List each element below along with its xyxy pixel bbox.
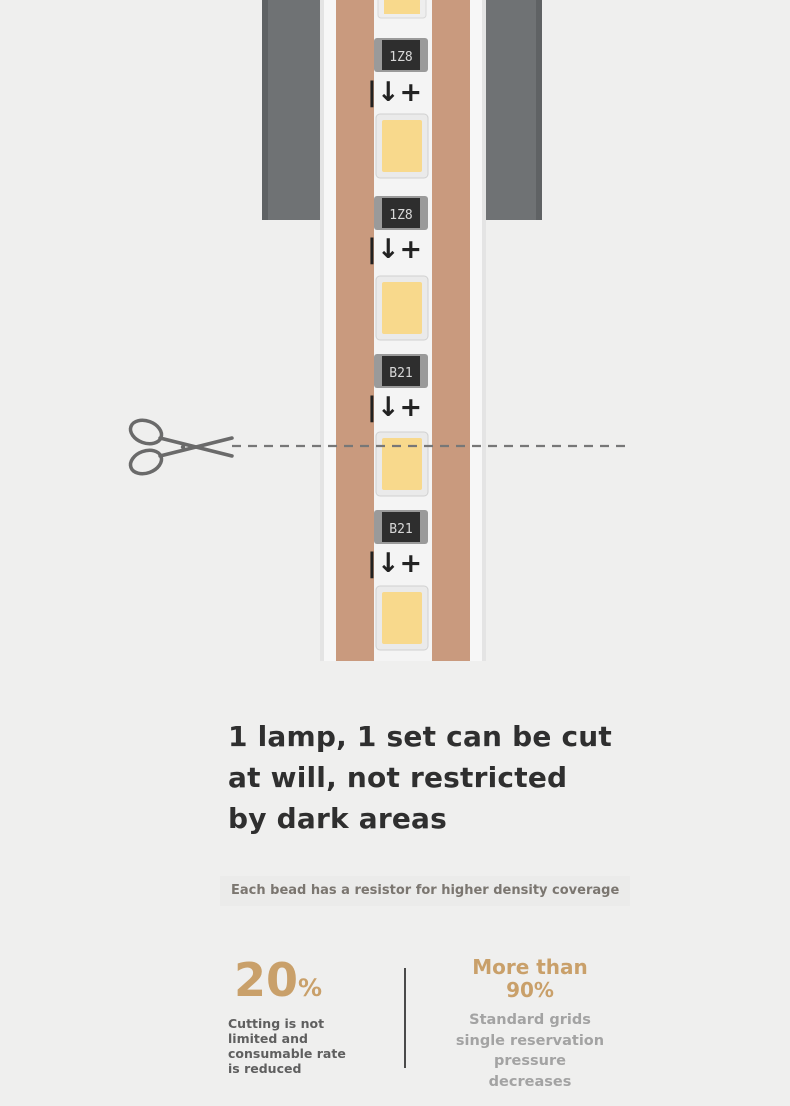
channel-left-edge: [262, 0, 268, 220]
channel-right-wall: [484, 0, 542, 220]
polarity-mark: |↓+: [367, 548, 422, 579]
stat-title-line-1: More than: [472, 955, 588, 979]
pcb-right-shade: [482, 0, 486, 661]
stat-description-line-1: Standard grids: [469, 1012, 591, 1028]
polarity-marks: |↓+ |↓+ |↓+ |↓+: [367, 77, 422, 579]
copper-trace-right: [432, 0, 470, 661]
resistor: [382, 512, 420, 542]
stats-divider: [404, 968, 406, 1068]
resistors: 1Z8 1Z8 B21 B21: [374, 38, 428, 544]
pcb-left-shade: [320, 0, 324, 661]
stat-pressure-decrease: More than 90% Standard grids single rese…: [452, 956, 608, 1092]
stat-value: 20%: [228, 952, 358, 1016]
headline-line-3: by dark areas: [228, 802, 448, 835]
stat-unit: %: [298, 974, 323, 1002]
stat-description: Standard grids single reservation pressu…: [452, 1010, 608, 1092]
stat-title: More than 90%: [452, 956, 608, 1002]
polarity-mark: |↓+: [367, 392, 422, 423]
stat-description-line-2: single reservation: [455, 1032, 605, 1049]
led-chips: [375, 0, 429, 651]
resistor-code: B21: [389, 366, 412, 381]
polarity-mark: |↓+: [367, 234, 422, 265]
resistor-code: 1Z8: [389, 208, 412, 223]
channel-left-wall: [262, 0, 320, 220]
stat-title-line-2: 90%: [506, 978, 554, 1002]
resistor: [382, 40, 420, 70]
headline-line-2: at will, not restricted: [228, 761, 568, 794]
resistor-code: 1Z8: [389, 50, 412, 65]
copper-trace-left: [336, 0, 374, 661]
resistor: [382, 198, 420, 228]
stat-description-line-3: pressure decreases: [488, 1053, 572, 1090]
headline: 1 lamp, 1 set can be cut at will, not re…: [228, 716, 613, 839]
led-strip-svg: 1Z8 1Z8 B21 B21 |↓+ |↓+ |↓+ |↓+: [128, 0, 632, 661]
resistor: [382, 356, 420, 386]
headline-line-1: 1 lamp, 1 set can be cut: [228, 720, 613, 753]
stat-description: Cutting is not limited and consumable ra…: [228, 1016, 346, 1076]
stat-number: 20: [234, 953, 299, 1007]
polarity-mark: |↓+: [367, 77, 422, 108]
stat-cutting-rate: 20% Cutting is not limited and consumabl…: [228, 952, 358, 1076]
led-strip-illustration: 1Z8 1Z8 B21 B21 |↓+ |↓+ |↓+ |↓+: [128, 0, 632, 661]
resistor-code: B21: [389, 522, 412, 537]
subtitle: Each bead has a resistor for higher dens…: [220, 876, 631, 906]
scissors-icon: [128, 418, 234, 476]
channel-right-edge: [536, 0, 542, 220]
